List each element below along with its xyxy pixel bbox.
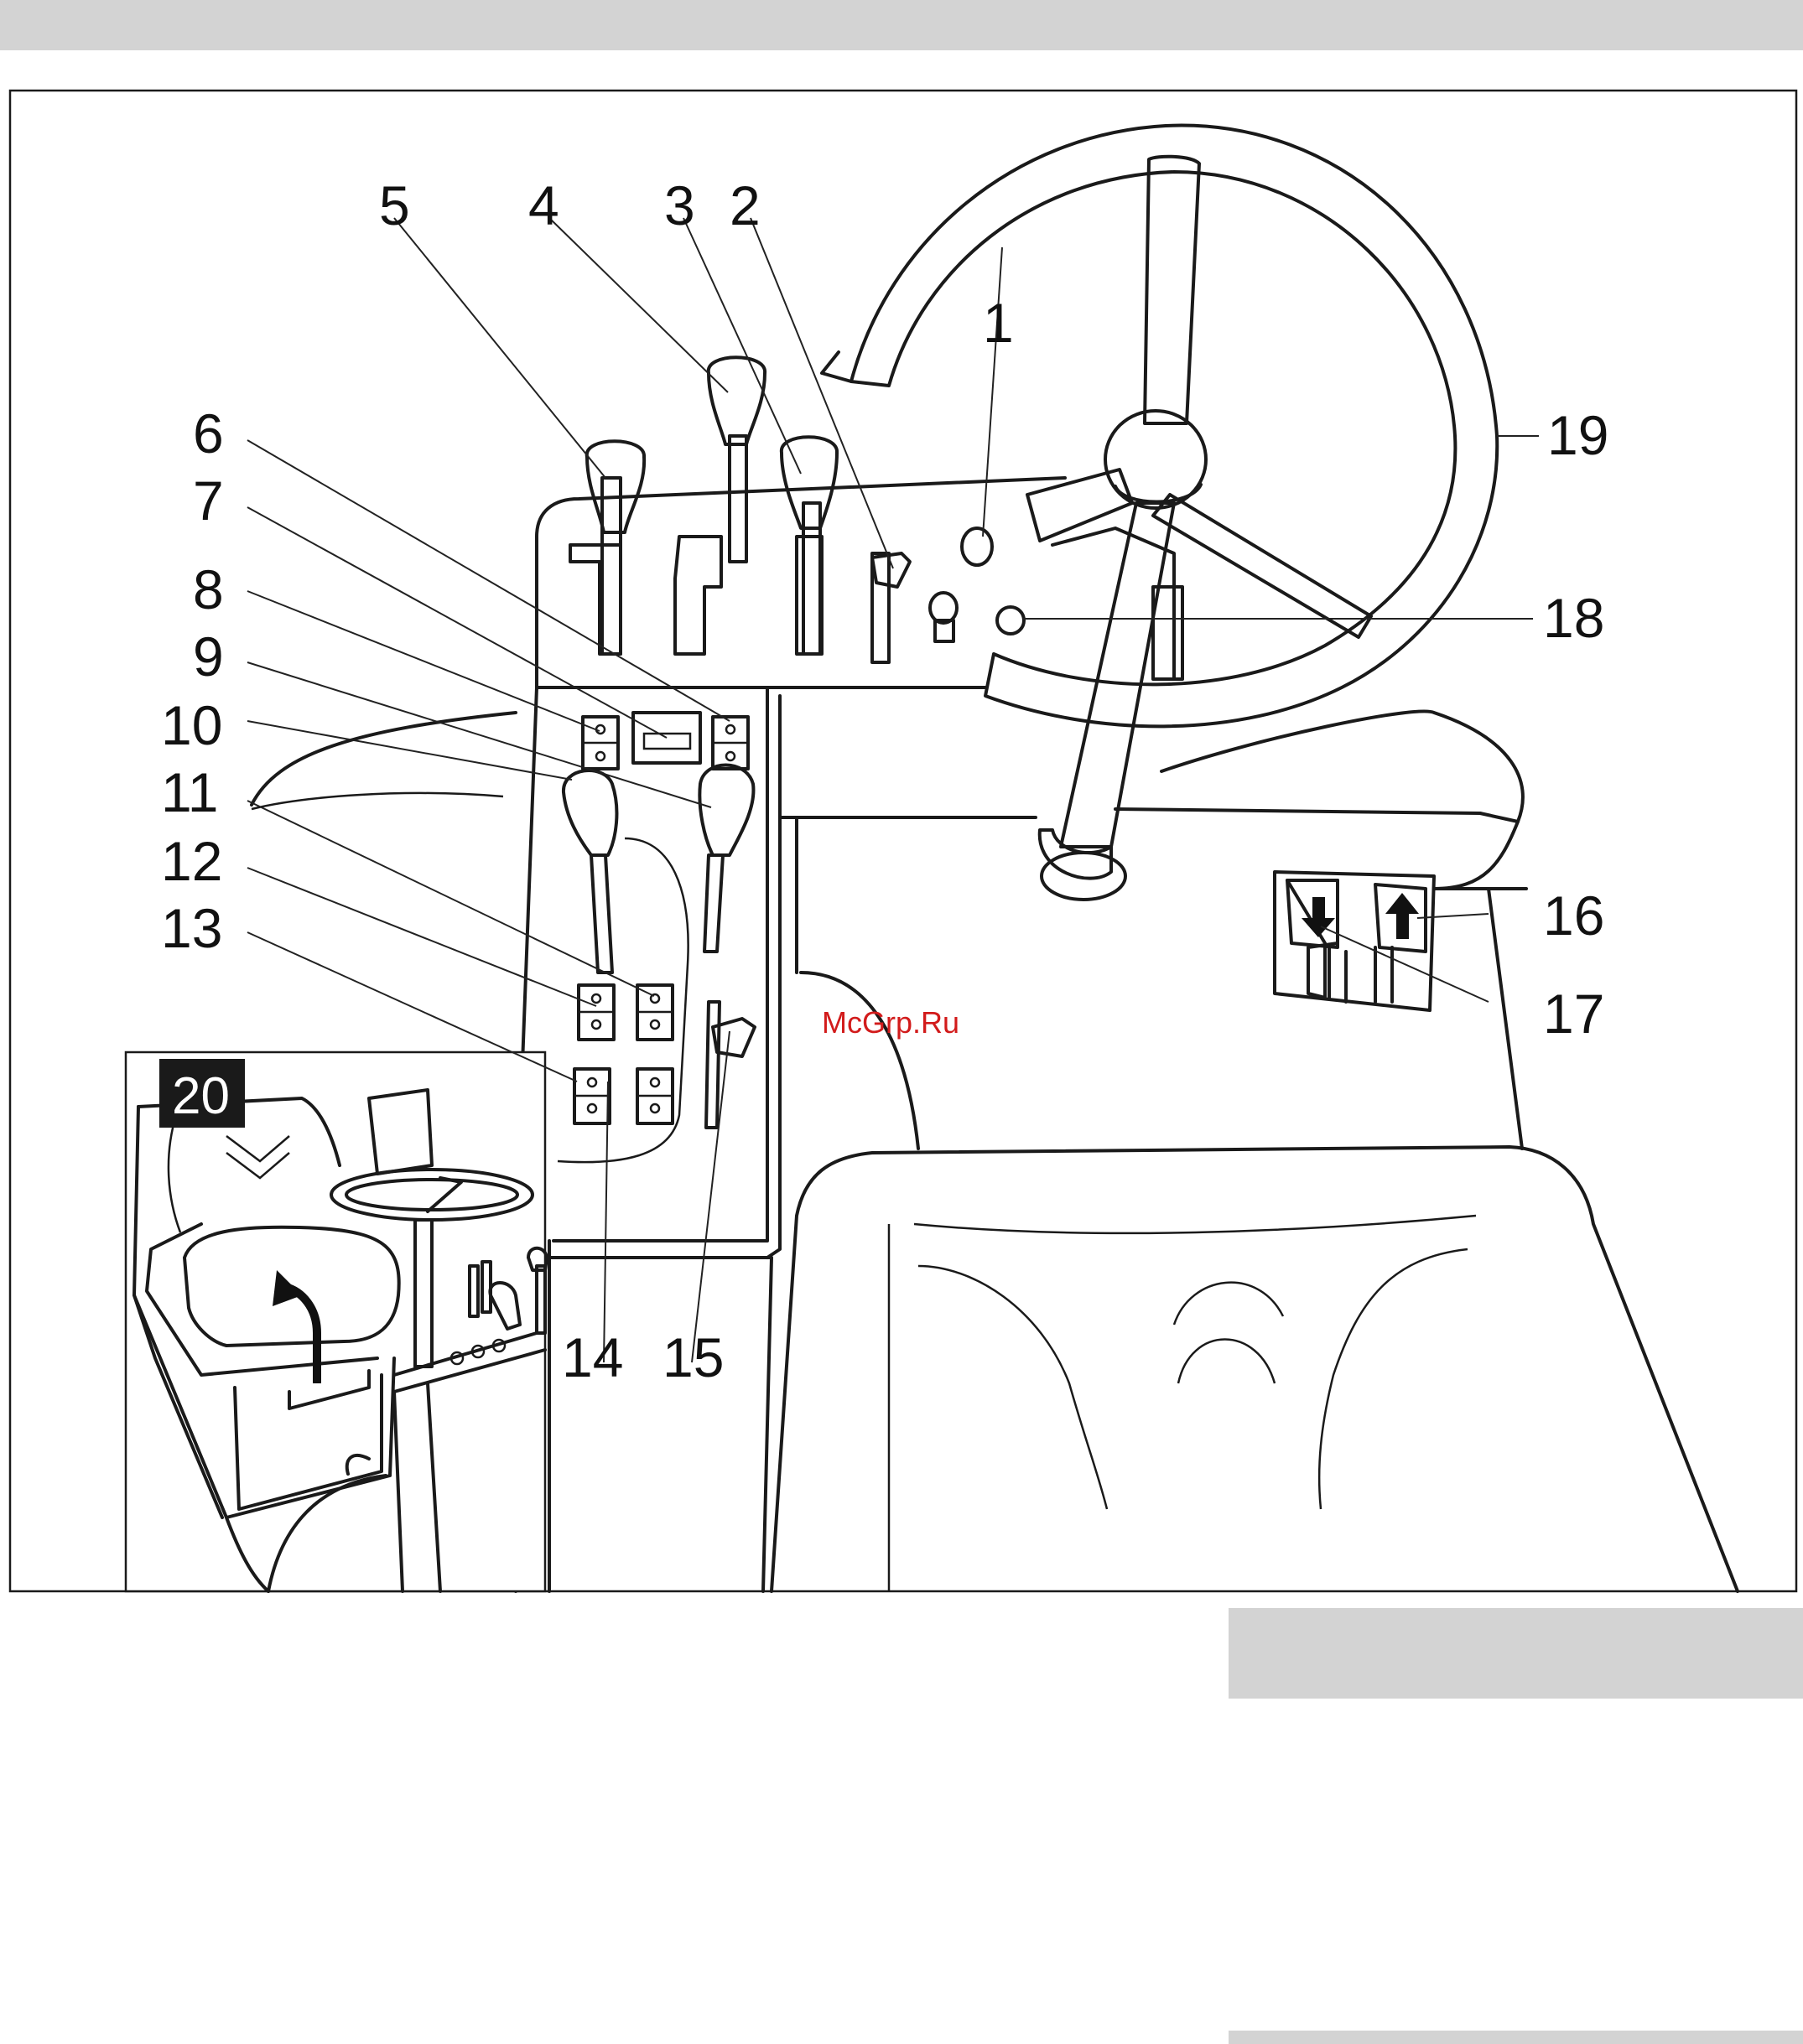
callout-4: 4: [528, 174, 559, 236]
callout-1: 1: [983, 292, 1014, 354]
callout-7: 7: [193, 469, 224, 532]
callout-19: 19: [1547, 404, 1608, 466]
callout-11: 11: [161, 761, 219, 823]
center-console: [516, 687, 1480, 1591]
callout-17: 17: [1543, 983, 1604, 1045]
watermark-text: McGrp.Ru: [822, 1005, 959, 1040]
callout-2: 2: [730, 174, 761, 236]
callout-3: 3: [664, 174, 695, 236]
callout-12: 12: [161, 830, 222, 892]
callout-14: 14: [562, 1326, 623, 1388]
callout-6: 6: [193, 402, 224, 464]
inset-seat-view: [126, 1052, 547, 1591]
callout-16: 16: [1543, 885, 1604, 947]
steering-wheel: [822, 126, 1497, 727]
inset-number: 20: [172, 1067, 230, 1125]
top-levers: [570, 357, 1024, 662]
callout-13: 13: [161, 897, 222, 959]
callout-8: 8: [193, 558, 224, 620]
callout-10: 10: [161, 694, 222, 756]
steering-column: [1040, 503, 1174, 900]
callout-9: 9: [193, 625, 224, 687]
callout-18: 18: [1543, 587, 1604, 649]
callout-15: 15: [662, 1326, 724, 1388]
callout-5: 5: [379, 174, 410, 236]
operator-seat: [772, 1147, 1738, 1591]
